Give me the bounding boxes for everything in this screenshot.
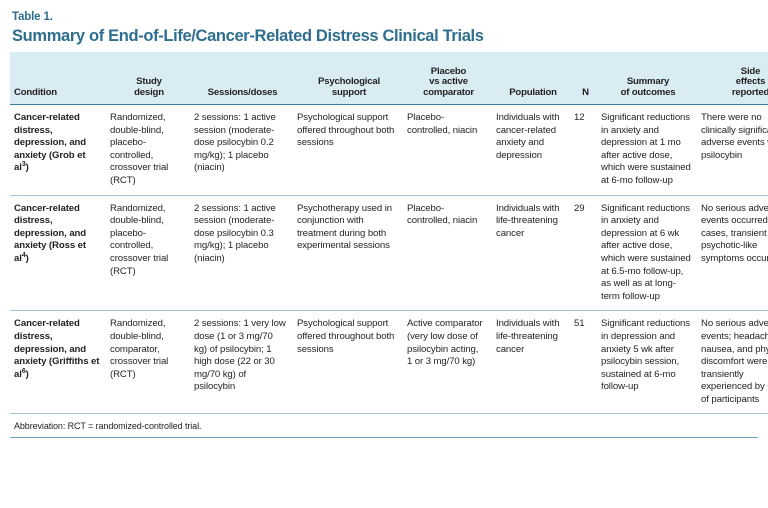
column-header-summary-of-outcomes-line-2: of outcomes xyxy=(620,86,676,98)
condition-tail: ) xyxy=(25,368,29,380)
table-row: Cancer-related distress, depression, and… xyxy=(10,310,768,415)
column-header-population-line-1: Population xyxy=(509,86,557,98)
column-header-n: N xyxy=(573,52,598,105)
column-header-population: Population xyxy=(493,52,573,105)
cell-psychological-support: Psychotherapy used in conjunction with t… xyxy=(294,195,404,312)
column-header-side-effects-reported-line-2: effects xyxy=(735,76,766,87)
column-header-study-design: Study design xyxy=(107,52,191,105)
table-title: Summary of End-of-Life/Cancer-Related Di… xyxy=(12,27,484,45)
clinical-trials-table: Condition Study design Sessions/doses Ps… xyxy=(10,52,768,415)
column-header-side-effects-reported-line-3: reported xyxy=(731,86,768,98)
table-footnote: Abbreviation: RCT = randomized-controlle… xyxy=(10,414,758,439)
cell-side-effects-reported: No serious adverse events; headache, nau… xyxy=(698,310,768,415)
cell-side-effects-reported: No serious adverse events occurred; in 2… xyxy=(698,195,768,312)
table-header-row: Condition Study design Sessions/doses Ps… xyxy=(10,52,768,105)
cell-population: Individuals with cancer-related anxiety … xyxy=(493,104,573,196)
cell-study-design: Randomized, double-blind, comparator, cr… xyxy=(107,310,191,415)
column-header-placebo-comparator-line-1: Placebo xyxy=(430,65,467,77)
cell-sessions-doses: 2 sessions: 1 active session (moderate-d… xyxy=(191,104,294,196)
cell-condition: Cancer-related distress, depression, and… xyxy=(10,104,107,196)
cell-psychological-support: Psychological support offered throughout… xyxy=(294,104,404,196)
column-header-condition: Condition xyxy=(10,52,107,105)
table-label: Table 1. xyxy=(12,11,53,23)
column-header-psychological-support-line-1: Psychological xyxy=(318,76,380,87)
column-header-psychological-support: Psychological support xyxy=(294,52,404,105)
cell-population: Individuals with life-threatening cancer xyxy=(493,310,573,415)
cell-n: 29 xyxy=(573,195,598,312)
table-row: Cancer-related distress, depression, and… xyxy=(10,104,768,196)
cell-condition: Cancer-related distress, depression, and… xyxy=(10,195,107,312)
condition-tail: ) xyxy=(25,252,29,264)
column-header-psychological-support-line-2: support xyxy=(331,86,367,98)
column-header-summary-of-outcomes-line-1: Summary xyxy=(626,76,670,87)
column-header-study-design-line-2: design xyxy=(134,86,164,98)
condition-text: Cancer-related distress, depression, and… xyxy=(14,318,100,380)
column-header-side-effects-reported-line-1: Side xyxy=(740,65,761,77)
cell-summary-of-outcomes: Significant reductions in depression and… xyxy=(598,310,698,415)
column-header-study-design-line-1: Study xyxy=(136,76,162,87)
column-header-n-line-1: N xyxy=(582,86,589,98)
column-header-placebo-comparator-line-3: comparator xyxy=(423,86,474,98)
table-body: Cancer-related distress, depression, and… xyxy=(10,104,768,415)
citation-superscript: 4 xyxy=(21,251,26,259)
column-header-summary-of-outcomes: Summary of outcomes xyxy=(598,52,698,105)
cell-placebo-comparator: Placebo-controlled, niacin xyxy=(404,104,493,196)
column-header-side-effects-reported: Side effects reported xyxy=(698,52,768,105)
condition-text: Cancer-related distress, depression, and… xyxy=(14,112,87,174)
cell-placebo-comparator: Active comparator (very low dose of psil… xyxy=(404,310,493,415)
cell-psychological-support: Psychological support offered throughout… xyxy=(294,310,404,415)
cell-side-effects-reported: There were no clinically significant adv… xyxy=(698,104,768,196)
cell-n: 12 xyxy=(573,104,598,196)
cell-sessions-doses: 2 sessions: 1 active session (moderate-d… xyxy=(191,195,294,312)
cell-n: 51 xyxy=(573,310,598,415)
cell-summary-of-outcomes: Significant reductions in anxiety and de… xyxy=(598,195,698,312)
condition-text: Cancer-related distress, depression, and… xyxy=(14,202,87,264)
cell-study-design: Randomized, double-blind, placebo-contro… xyxy=(107,104,191,196)
cell-summary-of-outcomes: Significant reductions in anxiety and de… xyxy=(598,104,698,196)
cell-sessions-doses: 2 sessions: 1 very low dose (1 or 3 mg/7… xyxy=(191,310,294,415)
column-header-sessions-doses-line-1: Sessions/doses xyxy=(207,86,278,98)
cell-study-design: Randomized, double-blind, placebo-contro… xyxy=(107,195,191,312)
citation-superscript: 6 xyxy=(21,367,26,375)
column-header-condition-line-1: Condition xyxy=(14,86,57,98)
cell-condition: Cancer-related distress, depression, and… xyxy=(10,310,107,415)
column-header-placebo-comparator-line-2: vs active xyxy=(429,76,468,87)
table-row: Cancer-related distress, depression, and… xyxy=(10,195,768,312)
cell-placebo-comparator: Placebo-controlled, niacin xyxy=(404,195,493,312)
table-header: Condition Study design Sessions/doses Ps… xyxy=(10,52,768,105)
column-header-placebo-comparator: Placebo vs active comparator xyxy=(404,52,493,105)
citation-superscript: 3 xyxy=(21,161,26,169)
cell-population: Individuals with life-threatening cancer xyxy=(493,195,573,312)
column-header-sessions-doses: Sessions/doses xyxy=(191,52,294,105)
condition-tail: ) xyxy=(25,162,29,174)
